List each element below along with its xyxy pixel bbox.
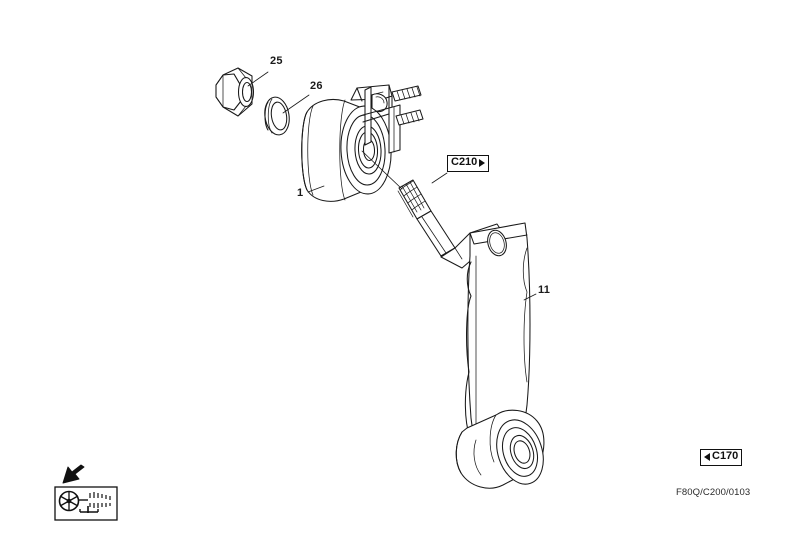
direction-arrow-icon xyxy=(62,464,85,484)
callout-1: 1 xyxy=(297,187,304,199)
part-washer xyxy=(264,96,290,136)
reference-box-c210[interactable]: C210 xyxy=(447,155,490,172)
arrow-right-icon xyxy=(479,158,486,167)
reference-box-c170[interactable]: C170 xyxy=(700,449,743,466)
callout-leader-lines xyxy=(247,71,537,301)
reference-code-c170: C170 xyxy=(712,450,739,462)
part-mount-bracket xyxy=(350,84,401,154)
document-code: F80Q/C200/0103 xyxy=(676,487,751,498)
part-tensioner-arm xyxy=(440,222,531,449)
callout-11: 11 xyxy=(538,284,551,296)
reference-code-c210: C210 xyxy=(451,156,478,168)
view-direction-symbol-graphic xyxy=(54,464,118,521)
part-hex-nut xyxy=(215,67,255,117)
callout-26: 26 xyxy=(310,80,323,92)
part-pivot-bolt xyxy=(397,179,456,257)
part-lower-bushing xyxy=(455,409,545,489)
callout-25: 25 xyxy=(270,55,283,67)
view-direction-symbol xyxy=(50,462,128,526)
part-bracket-studs xyxy=(391,85,424,126)
arrow-left-icon xyxy=(704,452,710,461)
part-idler-pulley xyxy=(301,98,392,202)
fan-pulley-schematic-icon xyxy=(54,486,118,521)
